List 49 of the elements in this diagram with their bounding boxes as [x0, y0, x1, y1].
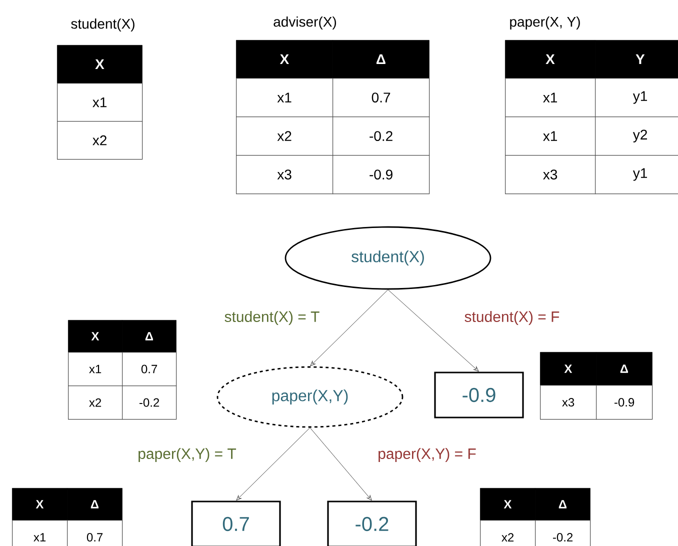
table-cell: x3	[540, 385, 597, 420]
table-cell: 0.7	[332, 78, 430, 118]
table-title: student(X)	[71, 18, 134, 32]
arrow	[310, 289, 388, 366]
table-cell: x1	[68, 352, 123, 386]
arrow	[236, 427, 310, 500]
table-cell: y2	[595, 116, 678, 156]
edge-label: student(X) = T	[223, 310, 321, 326]
table-cell: x2	[480, 520, 536, 546]
table-cell: x3	[236, 155, 334, 194]
leaf-box: -0.9	[434, 372, 524, 418]
header-cell: X	[540, 352, 596, 386]
edge-label: student(X) = F	[463, 310, 561, 326]
header-cell: Y	[595, 40, 678, 78]
edge-label: paper(X,Y) = T	[136, 447, 238, 463]
header-cell: Δ	[596, 352, 652, 386]
header-cell: X	[505, 40, 596, 78]
leaf-box: 0.7	[191, 500, 281, 546]
table-cell: -0.2	[332, 116, 430, 156]
table-cell: -0.2	[122, 386, 177, 420]
table-cell: x1	[57, 83, 143, 122]
header-cell: Δ	[535, 488, 590, 520]
header-cell: Δ	[332, 40, 430, 78]
arrow	[310, 427, 372, 500]
table-cell: x1	[236, 78, 334, 118]
arrow	[388, 289, 479, 372]
table-cell: -0.9	[332, 155, 430, 194]
header-cell: X	[68, 320, 122, 352]
table-title: paper(X, Y)	[510, 16, 580, 30]
edge-label: paper(X,Y) = F	[376, 447, 478, 463]
table-cell: 0.7	[122, 352, 177, 386]
table-cell: -0.2	[535, 520, 591, 546]
table-cell: x1	[12, 520, 68, 546]
table-cell: 0.7	[67, 520, 123, 546]
table-cell: x1	[505, 78, 596, 118]
leaf-box: -0.2	[327, 500, 417, 546]
table-cell: x3	[505, 155, 596, 194]
header-cell: X	[57, 45, 142, 84]
table-cell: y1	[595, 155, 678, 194]
header-cell: X	[236, 40, 333, 78]
header-cell: Δ	[67, 488, 122, 520]
table-cell: y1	[595, 78, 678, 118]
header-cell: X	[480, 488, 536, 520]
table-title: adviser(X)	[274, 16, 336, 30]
header-cell: X	[12, 488, 68, 520]
table-cell: x2	[57, 121, 143, 160]
header-cell: Δ	[122, 320, 176, 352]
table-cell: x2	[68, 386, 123, 420]
table-cell: -0.9	[596, 385, 653, 420]
